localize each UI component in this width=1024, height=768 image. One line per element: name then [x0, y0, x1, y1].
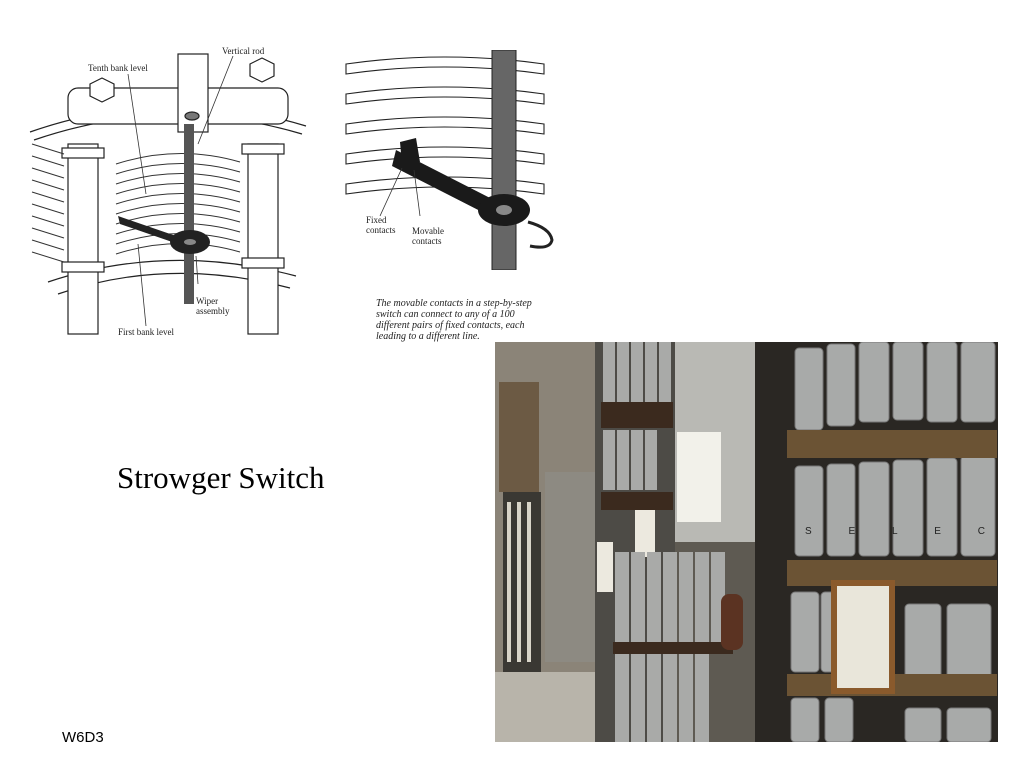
label-movable-contacts: contacts	[412, 236, 442, 246]
panel-letter: E	[934, 526, 941, 537]
caption-line: switch can connect to any of a 100	[376, 309, 515, 320]
label-wiper: Wiper	[196, 296, 219, 306]
switch-bank-diagram	[28, 44, 310, 344]
caption-line: different pairs of fixed contacts, each	[376, 320, 525, 331]
label-fixed-contacts: contacts	[366, 225, 396, 235]
label-vertical-rod: Vertical rod	[222, 46, 265, 56]
label-tenth-bank-level: Tenth bank level	[88, 63, 148, 73]
label-movable: Movable	[412, 226, 444, 236]
label-assembly: assembly	[196, 306, 230, 316]
wiper-contacts-diagram	[344, 50, 558, 270]
exchange-photo: S E L E C	[495, 342, 998, 742]
selector-panel-letters: S E L E C	[805, 526, 985, 537]
caption-line: The movable contacts in a step-by-step	[376, 298, 532, 309]
slide-title: Strowger Switch	[117, 460, 325, 495]
label-first-bank-level: First bank level	[118, 327, 174, 337]
wiper-contacts-illustration	[345, 50, 554, 270]
figure-caption: The movable contacts in a step-by-step s…	[376, 298, 566, 342]
label-fixed: Fixed	[366, 215, 387, 225]
slide-footer: W6D3	[62, 729, 104, 746]
switch-bank-illustration	[29, 53, 307, 335]
panel-letter: L	[891, 526, 898, 537]
exchange-photo-drawing	[495, 342, 998, 742]
panel-letter: C	[977, 526, 985, 537]
caption-line: leading to a different line.	[376, 331, 480, 342]
panel-letter: E	[848, 526, 856, 537]
panel-letter: S	[805, 526, 812, 537]
